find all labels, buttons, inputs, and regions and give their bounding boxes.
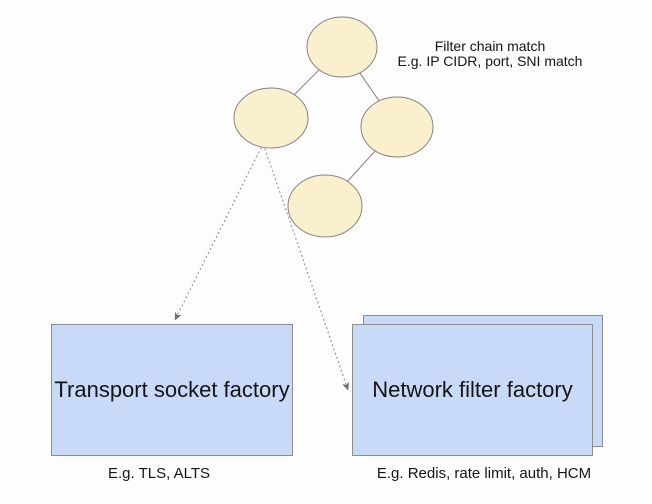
network-filter-factory-caption: E.g. Redis, rate limit, auth, HCM [376,465,592,482]
dotted-arrow-to-transport-socket-factory [174,147,262,321]
transport-socket-factory-label: Transport socket factory [54,377,290,402]
tree-node-left-child [233,87,309,149]
network-filter-factory-box: Network filter factory [352,324,593,456]
transport-socket-factory-box: Transport socket factory [51,324,293,456]
filter-chain-annotation: Filter chain match E.g. IP CIDR, port, S… [360,39,620,69]
filter-chain-annotation-line1: Filter chain match [434,38,546,54]
tree-node-root [306,16,378,78]
transport-socket-factory-caption: E.g. TLS, ALTS [108,465,210,482]
tree-node-right-child [360,96,434,158]
filter-chain-annotation-line2: E.g. IP CIDR, port, SNI match [397,53,583,69]
network-filter-factory-label: Network filter factory [372,377,573,402]
tree-node-grandchild [287,174,363,238]
dotted-arrow-to-network-filter-factory [264,148,349,391]
